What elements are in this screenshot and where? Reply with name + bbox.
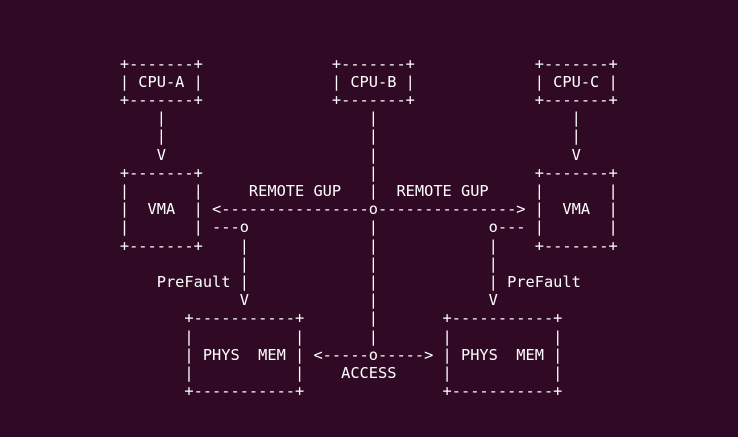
ascii-diagram: +-------+ +-------+ +-------+ | CPU-A | … — [119, 54, 618, 401]
